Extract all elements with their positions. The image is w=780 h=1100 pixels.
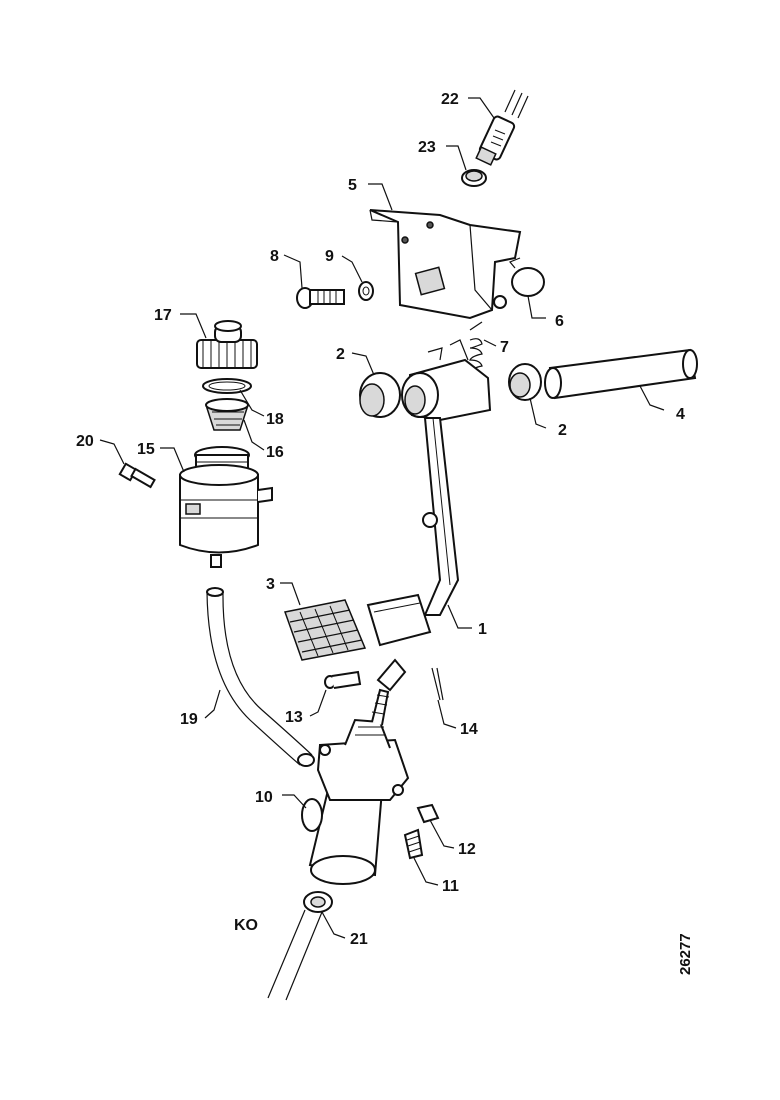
callout-21: 21 (350, 931, 368, 948)
callout-2-left: 2 (336, 346, 345, 363)
callout-23: 23 (418, 139, 436, 156)
part-21-fitting (303, 891, 333, 913)
part-9-washer (358, 281, 374, 301)
part-20-screw (118, 462, 156, 489)
part-2-bushing-left (359, 372, 401, 418)
part-5-bracket (369, 209, 522, 320)
callout-7: 7 (500, 339, 509, 356)
callout-8: 8 (270, 248, 279, 265)
callout-2-right: 2 (558, 422, 567, 439)
push-rod (371, 658, 407, 726)
callout-9: 9 (325, 248, 334, 265)
part-18-seal (202, 378, 252, 394)
callout-4: 4 (676, 406, 685, 423)
part-3-pedal-rubber (284, 599, 367, 661)
part-16-strainer (204, 398, 250, 431)
part-2-bushing-right (508, 363, 542, 401)
callout-14: 14 (460, 721, 478, 738)
callout-19: 19 (180, 711, 198, 728)
part-19-hose (206, 587, 315, 767)
part-23-cap (461, 169, 487, 187)
callout-10: 10 (255, 789, 273, 806)
part-6-stop (509, 257, 545, 297)
callout-13: 13 (285, 709, 303, 726)
part-22-switch (475, 89, 529, 166)
part-8-bolt (296, 287, 345, 309)
callout-11: 11 (442, 878, 459, 895)
ko-pipe (267, 909, 323, 1001)
part-14-split-pin (431, 667, 444, 701)
part-1-pedal-arm (422, 417, 460, 616)
part-7-spring (469, 321, 483, 373)
part-17-cap (196, 320, 258, 369)
part-15-reservoir (179, 446, 273, 568)
part-10-master-cylinder (301, 718, 410, 885)
callout-5: 5 (348, 177, 357, 194)
callout-1: 1 (478, 621, 487, 638)
callout-16: 16 (266, 444, 284, 461)
callout-22: 22 (441, 91, 459, 108)
callout-6: 6 (555, 313, 564, 330)
callout-18: 18 (266, 411, 284, 428)
part-12-nut (416, 803, 440, 824)
callout-15: 15 (137, 441, 155, 458)
pedal-hub (401, 339, 492, 422)
callout-20: 20 (76, 433, 94, 450)
part-13-clevis-pin (324, 670, 362, 689)
callout-3: 3 (266, 576, 275, 593)
leader-lines (99, 97, 665, 939)
reference-number: 26277 (677, 933, 694, 975)
pedal-plate (366, 593, 432, 647)
callout-17: 17 (154, 307, 172, 324)
callout-ko: KO (234, 917, 258, 934)
callout-12: 12 (458, 841, 476, 858)
part-4-shaft (544, 348, 698, 400)
part-11-bolt (403, 828, 424, 860)
